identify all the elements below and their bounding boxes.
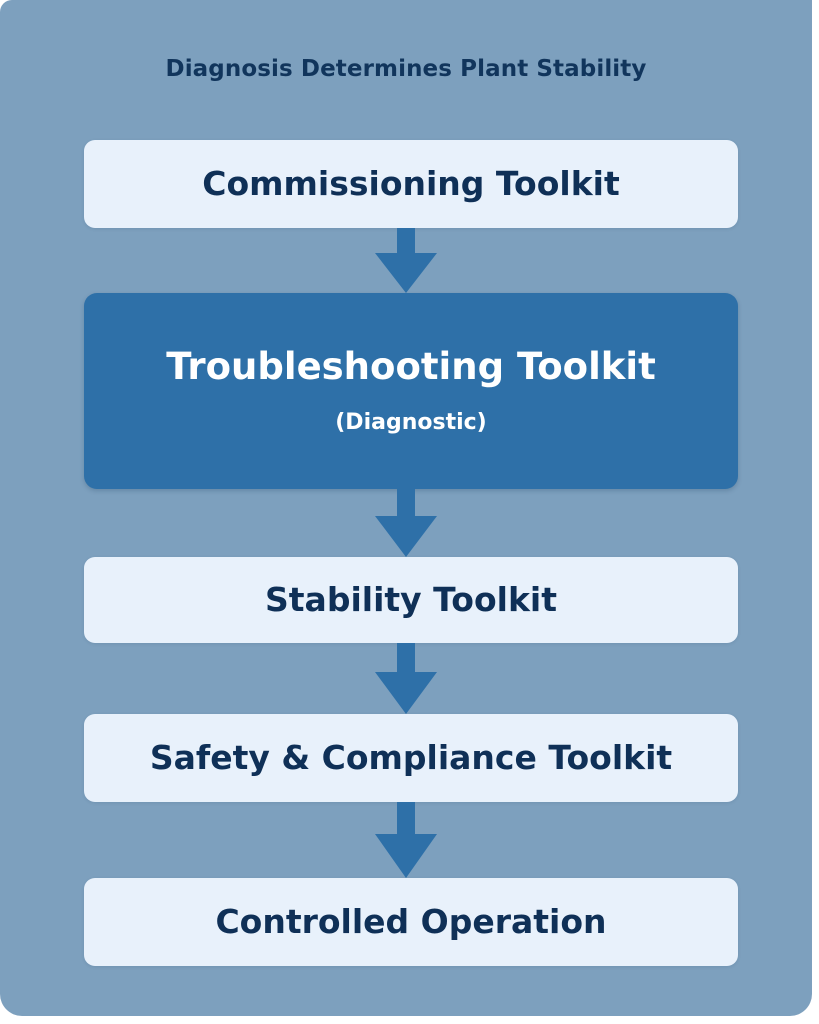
- flow-node-label: Controlled Operation: [215, 901, 607, 941]
- arrow-down-icon-stability-to-safety: [375, 643, 437, 714]
- flow-node-sublabel: (Diagnostic): [335, 409, 487, 435]
- flow-node-stability-toolkit[interactable]: Stability Toolkit: [84, 557, 738, 643]
- flow-node-label: Troubleshooting Toolkit: [166, 345, 656, 389]
- flow-node-commissioning-toolkit[interactable]: Commissioning Toolkit: [84, 140, 738, 228]
- arrow-down-icon-safety-to-controlled-operation: [375, 802, 437, 878]
- flow-node-label: Safety & Compliance Toolkit: [149, 737, 673, 777]
- flow-node-controlled-operation[interactable]: Controlled Operation: [84, 878, 738, 966]
- page-title: Diagnosis Determines Plant Stability: [165, 56, 647, 82]
- arrow-down-icon-commissioning-to-troubleshooting: [375, 228, 437, 293]
- arrow-down-icon-troubleshooting-to-stability: [375, 489, 437, 557]
- flow-node-label: Stability Toolkit: [265, 579, 557, 619]
- flow-node-label: Commissioning Toolkit: [202, 163, 620, 203]
- flow-node-troubleshooting-toolkit[interactable]: Troubleshooting Toolkit (Diagnostic): [84, 293, 738, 489]
- flow-node-safety-compliance-toolkit[interactable]: Safety & Compliance Toolkit: [84, 714, 738, 802]
